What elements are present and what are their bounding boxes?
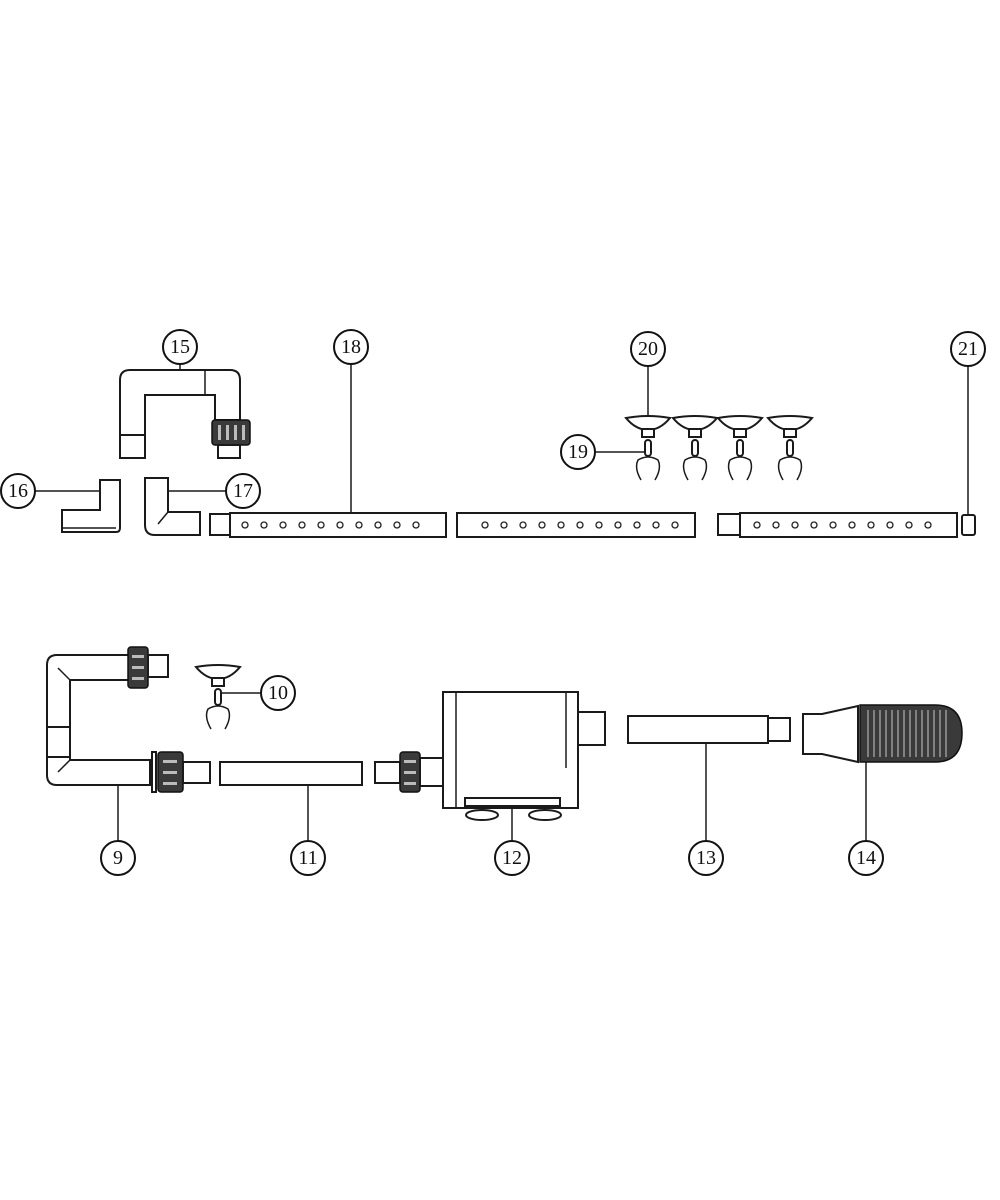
label-16: 16 (0, 473, 36, 509)
cup-stem (641, 428, 655, 438)
svg-text:11: 11 (298, 847, 317, 869)
svg-text:21: 21 (958, 338, 978, 360)
spray-hole (652, 521, 660, 529)
svg-text:17: 17 (233, 480, 253, 502)
spray-hole (374, 521, 382, 529)
label-21: 21 (950, 331, 986, 367)
cup-stem (211, 677, 225, 687)
clip-post (736, 439, 744, 457)
spray-hole (595, 521, 603, 529)
spray-hole (924, 521, 932, 529)
spray-hole (260, 521, 268, 529)
spray-hole (671, 521, 679, 529)
spray-hole (614, 521, 622, 529)
svg-text:20: 20 (638, 338, 658, 360)
part-17-elbow (144, 477, 201, 536)
suction-cup (766, 415, 814, 432)
spray-hole (519, 521, 527, 529)
spray-hole (810, 521, 818, 529)
spray-hole (557, 521, 565, 529)
clip-jaw (682, 456, 708, 481)
spray-hole (848, 521, 856, 529)
spray-hole (500, 521, 508, 529)
part-13-tube (627, 715, 791, 744)
clip-jaw (727, 456, 753, 481)
svg-text:16: 16 (8, 480, 28, 502)
label-14: 14 (848, 840, 884, 876)
suction-cup (194, 664, 242, 681)
spray-hole (772, 521, 780, 529)
part-9-outlet-pipe (46, 646, 211, 793)
part-18-spray-bars (209, 512, 958, 538)
suction-cup (671, 415, 719, 432)
spray-hole (886, 521, 894, 529)
clip-jaw (205, 705, 231, 730)
spray-hole (279, 521, 287, 529)
label-13: 13 (688, 840, 724, 876)
spray-hole (867, 521, 875, 529)
label-9: 9 (100, 840, 136, 876)
label-12: 12 (494, 840, 530, 876)
clip-jaw (635, 456, 661, 481)
spray-hole (241, 521, 249, 529)
clip-post (691, 439, 699, 457)
suction-cup (624, 415, 672, 432)
part-19-20-suction-clips (624, 415, 814, 481)
spray-hole (576, 521, 584, 529)
part-12-pump (374, 691, 606, 821)
label-15: 15 (162, 329, 198, 365)
part-16-elbow (61, 479, 121, 533)
label-17: 17 (225, 473, 261, 509)
clip-post (644, 439, 652, 457)
svg-text:9: 9 (113, 847, 123, 869)
spray-hole (829, 521, 837, 529)
clip-jaw (777, 456, 803, 481)
label-11: 11 (290, 840, 326, 876)
spray-hole (336, 521, 344, 529)
svg-text:18: 18 (341, 336, 361, 358)
svg-text:10: 10 (268, 682, 288, 704)
spray-hole (791, 521, 799, 529)
spray-hole (905, 521, 913, 529)
svg-text:12: 12 (502, 847, 522, 869)
svg-text:15: 15 (170, 336, 190, 358)
clip-post (786, 439, 794, 457)
svg-text:19: 19 (568, 441, 588, 463)
label-20: 20 (630, 331, 666, 367)
spray-hole (393, 521, 401, 529)
label-18: 18 (333, 329, 369, 365)
spray-hole (633, 521, 641, 529)
cup-stem (733, 428, 747, 438)
cup-stem (783, 428, 797, 438)
spray-hole (317, 521, 325, 529)
part-14-intake-strainer (802, 704, 963, 764)
svg-text:13: 13 (696, 847, 716, 869)
spray-hole (753, 521, 761, 529)
svg-text:14: 14 (856, 847, 876, 869)
suction-cup (716, 415, 764, 432)
part-10-suction-clip (194, 664, 242, 730)
spray-hole (481, 521, 489, 529)
spray-hole (355, 521, 363, 529)
part-21-end-cap (961, 514, 976, 536)
part-15-u-pipe (119, 369, 251, 459)
spray-hole (412, 521, 420, 529)
spray-hole (538, 521, 546, 529)
label-19: 19 (560, 434, 596, 470)
spray-hole (298, 521, 306, 529)
label-10: 10 (260, 675, 296, 711)
clip-post (214, 688, 222, 706)
part-11-tube (219, 761, 363, 786)
cup-stem (688, 428, 702, 438)
